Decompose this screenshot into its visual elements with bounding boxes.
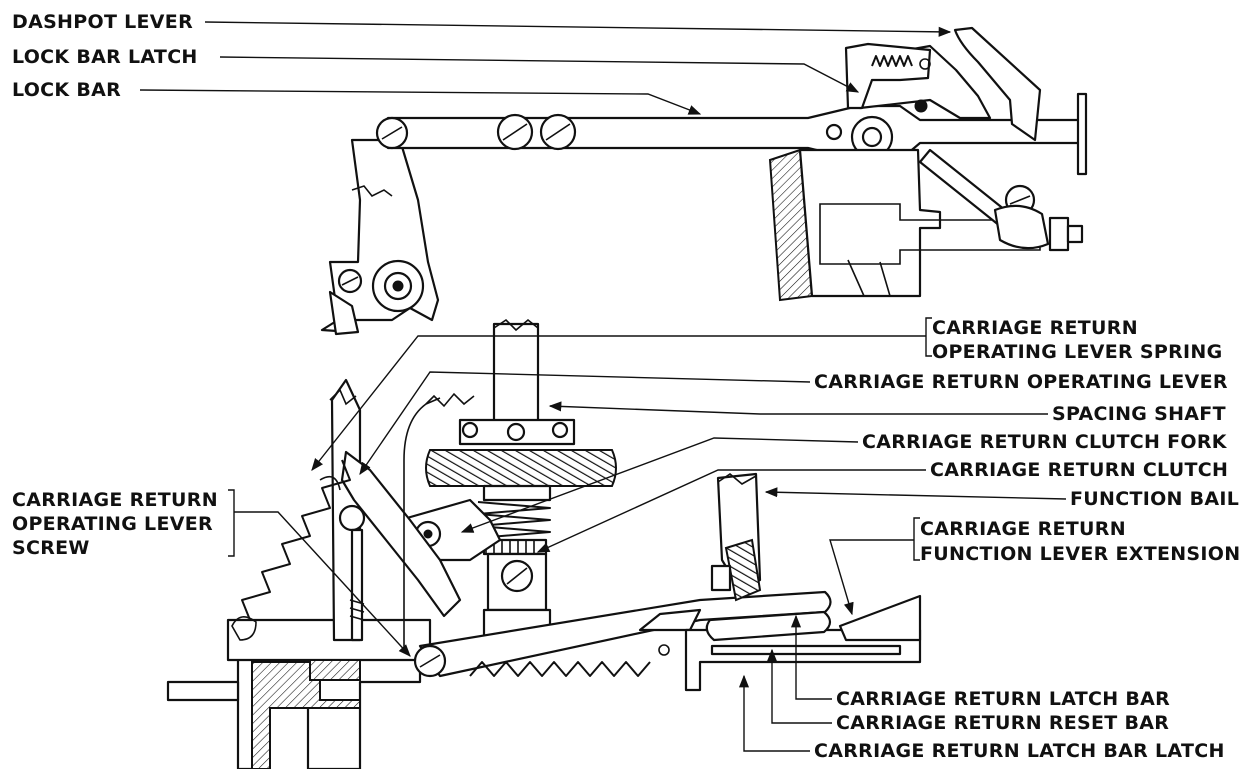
label-dashpot-lever: DASHPOT LEVER xyxy=(12,11,193,33)
upper-frame-foot xyxy=(847,259,891,297)
bail-block xyxy=(710,564,732,592)
label-cr-function-lever-ext-2: FUNCTION LEVER EXTENSION xyxy=(920,543,1240,565)
fork-pivot-inner xyxy=(423,529,433,539)
lower-lever xyxy=(328,290,360,336)
operating-lever xyxy=(340,450,462,618)
lock-bar-screw-2-slot xyxy=(545,123,571,141)
function-bail-break xyxy=(717,473,757,485)
leader-lock-bar-latch xyxy=(219,56,860,93)
label-lock-bar-latch: LOCK BAR LATCH xyxy=(12,46,198,68)
label-cr-latch-bar-latch: CARRIAGE RETURN LATCH BAR LATCH xyxy=(814,740,1225,762)
label-cr-operating-lever: CARRIAGE RETURN OPERATING LEVER xyxy=(814,371,1228,393)
spring-anchor-left xyxy=(231,616,257,641)
lock-bar-pivot-slot xyxy=(381,126,403,140)
right-hex-nut xyxy=(1048,216,1070,252)
rear-wall-break xyxy=(425,392,475,408)
label-cr-clutch: CARRIAGE RETURN CLUTCH xyxy=(930,459,1228,481)
clutch-screw-slot xyxy=(506,567,528,585)
lock-bar-nut-inner xyxy=(861,126,883,148)
leader-cr-op-lever-spring xyxy=(311,335,926,471)
bracket-cr-op-lever-spring xyxy=(925,317,932,357)
leader-spacing-shaft xyxy=(548,401,1048,415)
function-bail-roller xyxy=(724,538,762,602)
label-cr-function-lever-ext-1: CARRIAGE RETURN xyxy=(920,518,1126,540)
upper-frame-block xyxy=(798,148,942,298)
latch-spring xyxy=(871,55,913,67)
base-left-stub xyxy=(166,680,240,702)
leader-cr-clutch xyxy=(536,469,926,553)
spacing-gear xyxy=(425,449,617,487)
label-cr-op-lever-screw-1: CARRIAGE RETURN xyxy=(12,489,218,511)
leader-lock-bar xyxy=(139,89,702,115)
vertical-frame-break xyxy=(329,388,357,406)
bracket-cr-op-lever-screw xyxy=(228,489,235,557)
lock-bar-end-flange xyxy=(1076,92,1088,176)
lever-hook xyxy=(638,608,702,632)
leader-cr-op-lever-screw xyxy=(234,511,411,657)
right-extension-wedge xyxy=(838,594,922,642)
label-function-bail: FUNCTION BAIL xyxy=(1070,488,1239,510)
base-web xyxy=(309,659,361,681)
operating-lever-stud xyxy=(338,504,366,532)
spring-anchor-top xyxy=(319,475,341,491)
left-arm-upper-break xyxy=(351,185,393,198)
lower-assembly xyxy=(166,318,922,769)
latch-spring-hook xyxy=(919,58,931,70)
right-stud-slot xyxy=(1009,195,1031,205)
label-cr-op-lever-spring-1: CARRIAGE RETURN xyxy=(932,317,1138,339)
label-cr-latch-bar: CARRIAGE RETURN LATCH BAR xyxy=(836,688,1170,710)
bracket-cr-function-lever-ext xyxy=(913,517,920,561)
operating-lever-shaft xyxy=(350,528,364,642)
label-cr-op-lever-screw-2: OPERATING LEVER xyxy=(12,513,213,535)
rear-wall xyxy=(403,397,441,652)
right-bolt-end xyxy=(1066,224,1084,244)
lock-bar-screw-1-slot xyxy=(502,123,528,141)
return-spring-hook xyxy=(658,644,670,656)
reset-bar xyxy=(710,644,902,656)
clutch-spring xyxy=(477,501,551,539)
upper-assembly xyxy=(320,26,1088,336)
leader-cr-clutch-fork xyxy=(460,437,859,533)
left-arm-screw-slot xyxy=(341,276,359,286)
lock-bar-slot-stud xyxy=(825,123,843,141)
label-cr-clutch-fork: CARRIAGE RETURN CLUTCH FORK xyxy=(862,431,1228,453)
leader-cr-operating-lever xyxy=(359,371,811,476)
leader-function-bail xyxy=(764,487,1067,500)
operating-lever-spring xyxy=(241,459,351,621)
left-arm-pin xyxy=(392,280,404,292)
dashpot-lever xyxy=(953,26,1042,142)
base-top-plate xyxy=(226,618,432,662)
leader-dashpot-lever xyxy=(204,21,952,37)
label-lock-bar: LOCK BAR xyxy=(12,79,121,101)
spacing-shaft xyxy=(492,322,540,436)
label-cr-op-lever-screw-3: SCREW xyxy=(12,537,90,559)
leader-cr-latch-bar xyxy=(790,614,832,700)
collar-bolt-1 xyxy=(461,421,479,439)
leader-cr-latch-bar-latch xyxy=(738,674,810,752)
upper-frame-cutaway xyxy=(819,203,1041,265)
label-cr-reset-bar: CARRIAGE RETURN RESET BAR xyxy=(836,712,1169,734)
right-eye xyxy=(993,204,1050,250)
labels: DASHPOT LEVER LOCK BAR LATCH LOCK BAR CA… xyxy=(12,11,1240,762)
dashpot-pivot xyxy=(914,99,928,113)
label-spacing-shaft: SPACING SHAFT xyxy=(1052,403,1226,425)
label-cr-op-lever-spring-2: OPERATING LEVER SPRING xyxy=(932,341,1222,363)
leader-cr-function-lever-ext xyxy=(829,539,914,616)
lever-return-spring xyxy=(469,661,651,677)
lever-pivot-slot xyxy=(419,654,441,668)
collar-bolt-3 xyxy=(551,421,569,439)
leader-cr-reset-bar xyxy=(766,648,832,724)
gear-hub xyxy=(482,484,552,502)
spacing-shaft-break xyxy=(493,318,539,332)
collar-bolt-2 xyxy=(506,422,526,442)
